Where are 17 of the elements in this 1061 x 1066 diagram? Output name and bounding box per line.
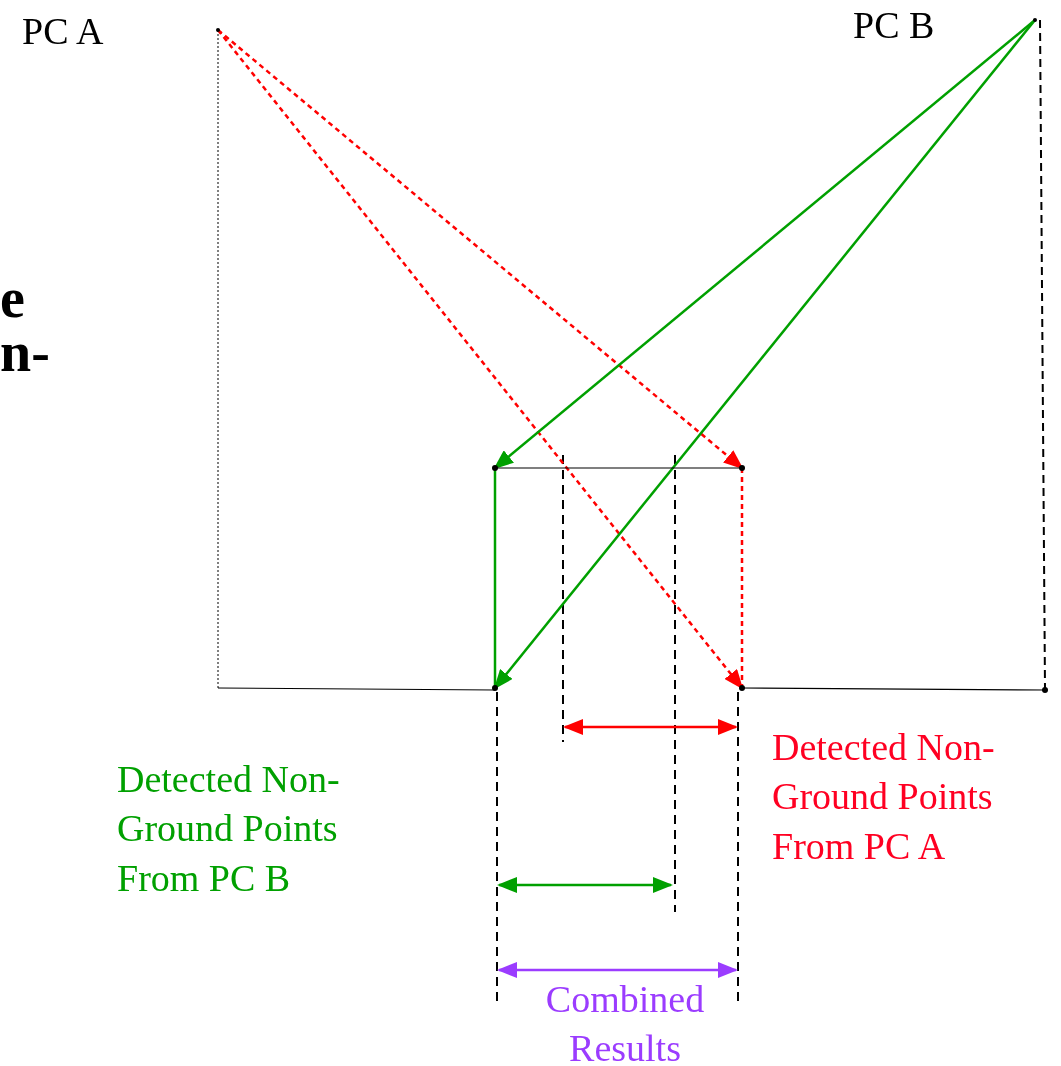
point-marker bbox=[739, 465, 745, 471]
sensor-label: PC A bbox=[22, 12, 104, 50]
point-marker bbox=[216, 28, 220, 32]
line bbox=[493, 468, 497, 688]
point-marker bbox=[492, 685, 498, 691]
sensor-label: PC B bbox=[853, 6, 935, 44]
arrow bbox=[217, 29, 744, 470]
caption: Combined Results bbox=[544, 977, 706, 1066]
point-marker bbox=[1033, 18, 1037, 22]
caption: Detected Non-Ground Points From PC A bbox=[772, 725, 996, 869]
line bbox=[740, 468, 744, 688]
point-marker bbox=[739, 685, 745, 691]
caption: Detected Non-Ground Points From PC B bbox=[117, 757, 341, 901]
point-marker bbox=[492, 465, 498, 471]
arrow bbox=[493, 19, 1036, 470]
arrow bbox=[493, 19, 1036, 690]
arrow bbox=[217, 29, 744, 690]
